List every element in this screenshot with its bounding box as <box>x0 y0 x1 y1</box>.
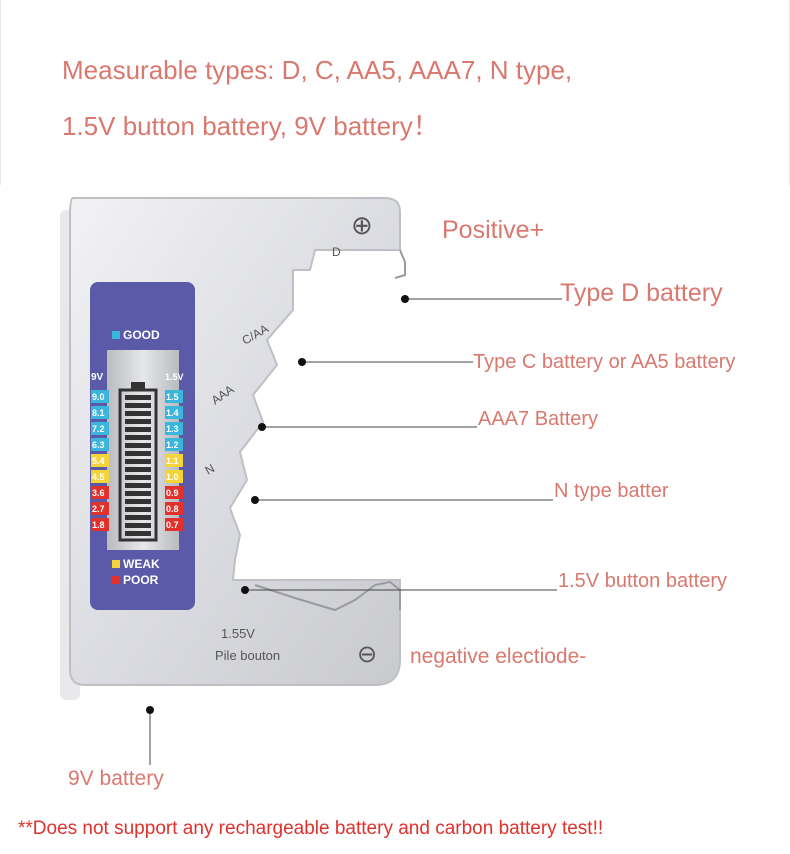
scale-9v-value: 1.8 <box>92 520 105 530</box>
dot-aaa7 <box>258 423 266 431</box>
weak-swatch <box>112 560 120 568</box>
button-label-2: Pile bouton <box>215 648 280 663</box>
gauge-bar <box>125 515 151 520</box>
gauge-bar <box>125 427 151 432</box>
n-type-label: N type batter <box>554 480 669 502</box>
type-d-label: Type D battery <box>560 279 723 307</box>
scale-9v: 9.0 8.1 7.2 6.3 5.4 4.5 3.6 2.7 1.8 <box>91 390 109 531</box>
scale-15v-cell <box>165 486 183 499</box>
gauge-bar <box>125 403 151 408</box>
type-c-label: Type C battery or AA5 battery <box>473 351 736 373</box>
scale-15v-value: 0.8 <box>166 504 179 514</box>
aaa7-label: AAA7 Battery <box>478 408 599 430</box>
minus-symbol-icon: ⊖ <box>357 641 377 668</box>
gauge-bar <box>125 419 151 424</box>
scale-15v-value: 1.4 <box>166 408 179 418</box>
gauge-bar <box>125 531 151 536</box>
gauge-bar <box>125 451 151 456</box>
gauge-bar <box>125 499 151 504</box>
scale-9v-value: 8.1 <box>92 408 105 418</box>
dot-type-c <box>298 358 306 366</box>
scale-9v-cell <box>91 406 109 419</box>
poor-swatch <box>112 576 120 584</box>
gauge-bar <box>125 523 151 528</box>
scale-15v-cell <box>165 422 183 435</box>
scale-15v-value: 1.5 <box>166 392 179 402</box>
scale-9v-cell <box>91 518 109 531</box>
scale-15v-value: 1.3 <box>166 424 179 434</box>
gauge-bar <box>125 507 151 512</box>
slot-d-label: D <box>332 245 341 259</box>
contact-button <box>254 580 401 612</box>
gauge-bar <box>125 395 151 400</box>
gauge-bars <box>125 395 151 536</box>
plus-symbol-icon: ⊕ <box>351 210 373 240</box>
dot-n <box>251 496 259 504</box>
scale-9v-cell <box>91 390 109 403</box>
scale-15v-value: 1.0 <box>166 472 179 482</box>
button-label-1: 1.55V <box>221 626 255 641</box>
scale-15v-value: 1.1 <box>166 456 179 466</box>
scale-9v-value: 2.7 <box>92 504 105 514</box>
scale-15v-cell <box>165 502 183 515</box>
battery-tester-device: GOOD 9V 1.5V 9.0 8.1 7.2 6.3 5.4 4.5 3.6 2.7 1.8… <box>60 197 406 700</box>
gauge-bar <box>125 483 151 488</box>
good-label: GOOD <box>123 328 160 342</box>
dot-9v <box>146 706 154 714</box>
positive-label: Positive+ <box>442 216 545 244</box>
scale-9v-header: 9V <box>91 372 104 383</box>
nine-v-label: 9V battery <box>68 767 164 790</box>
scale-9v-value: 7.2 <box>92 424 105 434</box>
scale-9v-value: 4.5 <box>92 472 105 482</box>
poor-label: POOR <box>123 573 159 587</box>
gauge-bar <box>125 459 151 464</box>
scale-15v-cell <box>165 390 183 403</box>
scale-15v-cell <box>165 438 183 451</box>
good-swatch <box>112 331 120 339</box>
scale-15v: 1.5 1.4 1.3 1.2 1.1 1.0 0.9 0.8 0.7 <box>165 390 183 531</box>
dot-type-d <box>401 295 409 303</box>
gauge-bar <box>125 491 151 496</box>
dot-button <box>241 586 249 594</box>
gauge-bar <box>125 475 151 480</box>
negative-label: negative electiode- <box>410 645 587 668</box>
scale-9v-cell <box>91 454 109 467</box>
gauge-bar <box>125 435 151 440</box>
scale-9v-cell <box>91 502 109 515</box>
gauge-bar <box>125 411 151 416</box>
scale-15v-cell <box>165 454 183 467</box>
scale-15v-value: 1.2 <box>166 440 179 450</box>
weak-label: WEAK <box>123 557 160 571</box>
scale-9v-value: 5.4 <box>92 456 105 466</box>
scale-9v-value: 9.0 <box>92 392 105 402</box>
gauge-battery-tip <box>131 382 145 390</box>
scale-15v-cell <box>165 406 183 419</box>
scale-15v-header: 1.5V <box>165 372 184 382</box>
scale-15v-cell <box>165 518 183 531</box>
scale-15v-value: 0.7 <box>166 520 179 530</box>
gauge-bar <box>125 443 151 448</box>
scale-9v-value: 6.3 <box>92 440 105 450</box>
scale-15v-value: 0.9 <box>166 488 179 498</box>
button-battery-label: 1.5V button battery <box>558 570 728 592</box>
scale-9v-cell <box>91 422 109 435</box>
scale-9v-cell <box>91 438 109 451</box>
scale-9v-value: 3.6 <box>92 488 105 498</box>
gauge-bar <box>125 467 151 472</box>
header-line-2: 1.5V button battery, 9V battery！ <box>62 111 439 141</box>
header-line-1: Measurable types: D, C, AA5, AAA7, N typ… <box>62 55 573 85</box>
scale-15v-cell <box>165 470 183 483</box>
scale-9v-cell <box>91 470 109 483</box>
footer-warning: **Does not support any rechargeable batt… <box>18 818 604 839</box>
contact-d <box>394 249 406 279</box>
scale-9v-cell <box>91 486 109 499</box>
